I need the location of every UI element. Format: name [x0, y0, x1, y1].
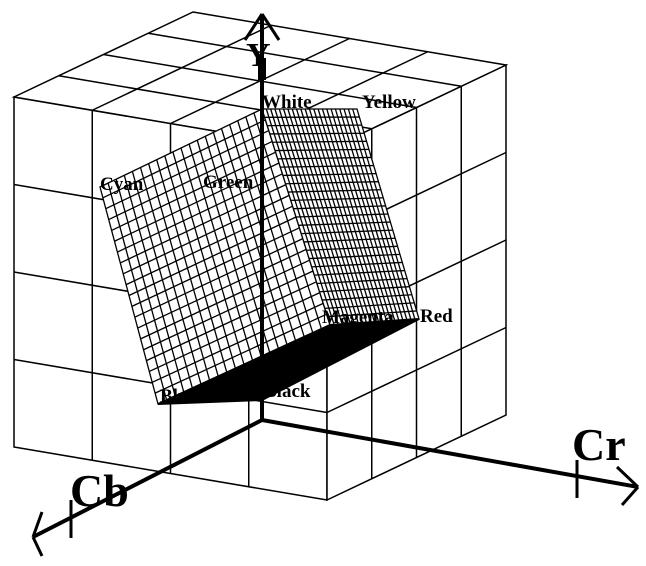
mesh-left-face-line [134, 238, 304, 318]
mesh-right-face-line [272, 140, 367, 143]
mesh-left-face-line [125, 205, 293, 286]
outer-right-face-line [326, 326, 507, 414]
mesh-right-face-line [280, 164, 374, 168]
cr-axis-label: Cr [572, 419, 626, 470]
mesh-right-face-line [306, 245, 398, 251]
axes [31, 13, 640, 557]
mesh-right-face-line [275, 148, 369, 152]
mesh-bottom-face [157, 318, 420, 405]
mesh-right-face-line [311, 261, 403, 268]
mesh-left-face-line [149, 292, 321, 373]
cb-axis-arrowhead [31, 536, 44, 557]
mesh-left-face-line [102, 119, 266, 199]
mesh-right-face-line [290, 197, 384, 202]
mesh-right-face-line [316, 277, 408, 285]
mesh-left-face-line [137, 248, 307, 329]
mesh-right-face-line [277, 156, 372, 160]
mesh-right-face-line [322, 294, 412, 301]
mesh-right-face-line [314, 269, 405, 276]
mesh-right-face-line [309, 253, 400, 260]
mesh-left-face-line [108, 140, 273, 221]
cb-axis-label: Cb [70, 465, 129, 516]
mesh-left-face-line [117, 173, 283, 253]
vertex-label-black: Black [264, 381, 311, 402]
mesh-left-face-line [105, 130, 270, 210]
rgb-cube-mesh [99, 108, 420, 405]
mesh-right-face-line [293, 205, 386, 210]
mesh-right-face-line [298, 221, 391, 226]
cr-axis-arrowhead [620, 486, 640, 506]
mesh-left-face-line [114, 162, 280, 242]
mesh-left-face-line [120, 184, 287, 264]
mesh-left-face-line [146, 281, 317, 362]
cr-axis-line [261, 418, 639, 489]
mesh-right-face-line [324, 302, 415, 310]
y-axis-arrowhead [243, 13, 264, 41]
mesh-right-face-line [285, 181, 379, 185]
vertex-label-cyan: Cyan [100, 174, 144, 195]
mesh-right-face-line [269, 132, 365, 135]
vertex-label-yellow: Yellow [362, 92, 416, 113]
vertex-label-red: Red [420, 306, 453, 327]
vertex-label-green: Green [203, 172, 254, 193]
mesh-right-face-line [282, 172, 377, 177]
mesh-left-face-line [143, 270, 314, 351]
mesh-right-face-line [327, 310, 417, 318]
cr-axis-arrowhead [615, 465, 640, 489]
mesh-left-face-line [140, 259, 310, 340]
y-axis-label: Y [246, 37, 271, 74]
outer-top-face-line [148, 32, 462, 87]
labels: Y Cr Cb White Yellow Cyan Green Magenta … [70, 37, 626, 516]
mesh-left-face-line [128, 216, 297, 297]
y-axis-arrowhead [260, 13, 281, 41]
mesh-left-face-line [151, 302, 324, 383]
mesh-left-face-line [131, 227, 300, 307]
mesh-right-face-line [319, 286, 410, 293]
mesh-right-face-line [301, 229, 393, 235]
cb-axis-arrowhead [31, 511, 44, 538]
vertex-label-magenta: Magenta [322, 307, 394, 328]
mesh-right-face-line [288, 189, 381, 193]
mesh-left-face-line [111, 151, 276, 231]
mesh-left-face-line [154, 313, 327, 394]
mesh-right-face-line [295, 213, 389, 218]
vertex-label-white: White [262, 92, 312, 113]
mesh-right-face-line [303, 237, 396, 243]
vertex-label-blue: Blue [160, 386, 197, 407]
